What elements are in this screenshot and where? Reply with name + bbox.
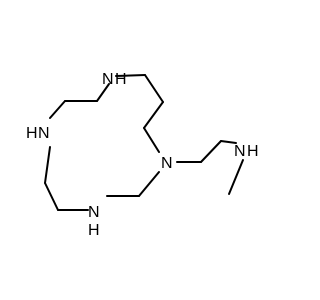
hydrogen-label: H: [88, 222, 100, 239]
bond: [44, 146, 51, 184]
atom-symbol: N: [38, 125, 50, 142]
bond: [96, 83, 110, 102]
atom-nh-top: N H: [102, 71, 127, 88]
atom-symbol: N: [234, 143, 246, 160]
bond: [143, 101, 164, 129]
hydrogen-label: H: [26, 125, 38, 142]
bond: [115, 74, 146, 77]
atom-nh-bottom: N H: [88, 204, 100, 239]
atom-nh-sidechain: N H: [234, 143, 259, 160]
bond: [138, 171, 160, 197]
bond: [49, 100, 66, 119]
atom-symbol: N: [161, 155, 173, 172]
bond: [220, 140, 237, 144]
bond: [228, 159, 244, 195]
molecule-diagram: N H H N N N H N H: [26, 71, 259, 239]
bond: [44, 182, 59, 211]
atom-symbol: N: [102, 71, 114, 88]
bonds: [44, 74, 244, 211]
atom-n-ring: N: [161, 155, 173, 172]
atom-labels: N H H N N N H N H: [26, 71, 259, 239]
atom-nh-left: H N: [26, 125, 50, 142]
hydrogen-label: H: [247, 143, 259, 160]
bond: [144, 74, 164, 103]
structure-svg: N H H N N N H N H: [26, 71, 259, 239]
hydrogen-label: H: [115, 71, 127, 88]
bond: [143, 127, 160, 153]
atom-symbol: N: [88, 204, 100, 221]
bond: [200, 140, 222, 163]
